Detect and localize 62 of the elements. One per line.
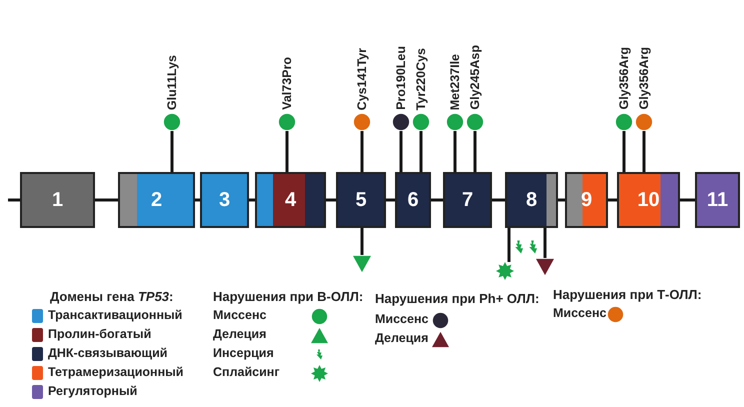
triangle-marker <box>352 255 372 273</box>
stem-line <box>454 131 456 172</box>
mutation-label: Glu11Lys <box>165 54 179 110</box>
legend-label: Миссенс <box>213 308 266 322</box>
legend-label: ДНК-связывающий <box>48 346 168 360</box>
mutation-label: Gly245Asp <box>468 45 482 110</box>
stem-line <box>420 131 422 172</box>
legend-label: Сплайсинг <box>213 365 280 379</box>
connector-line <box>608 198 617 202</box>
legend-label: Трансактивационный <box>48 308 182 322</box>
legend-label: Делеция <box>213 327 266 341</box>
star-marker <box>495 262 515 280</box>
legend-label: Миссенс <box>553 306 606 320</box>
exon-box: 3 <box>200 172 249 228</box>
legend-label: Тетрамеризационный <box>48 365 184 379</box>
legend-label: Инсерция <box>213 346 274 360</box>
mutation-label: Cys141Tyr <box>355 48 369 110</box>
mutation-label: Tyr220Cys <box>414 48 428 110</box>
exon-box: 11 <box>695 172 740 228</box>
stem-line <box>474 131 476 172</box>
stem-line <box>360 131 364 172</box>
mutation-label: Pro190Leu <box>394 46 408 110</box>
exon-box: 10 <box>617 172 680 228</box>
connector-line <box>326 198 336 202</box>
exon-box: 6 <box>395 172 431 228</box>
legend-heading: Нарушения при Ph+ ОЛЛ: <box>375 291 540 306</box>
connector-line <box>249 198 255 202</box>
exon-box: 1 <box>20 172 95 228</box>
legend-label: Пролин-богатый <box>48 327 152 341</box>
connector-line <box>431 198 443 202</box>
exon-box: 4 <box>255 172 326 228</box>
stem-line <box>508 228 510 262</box>
connector-line <box>492 198 505 202</box>
exon-box: 5 <box>336 172 386 228</box>
stem-line <box>622 131 626 172</box>
legend-heading: Домены гена TP53: <box>50 289 174 304</box>
exon-box: 7 <box>443 172 492 228</box>
stem-line <box>544 228 546 258</box>
mutation-label: Met237Ile <box>448 54 462 110</box>
connector-line <box>386 198 395 202</box>
mutation-label: Gly356Arg <box>637 47 651 110</box>
legend-label: Делеция <box>375 331 428 345</box>
connector-line <box>680 198 695 202</box>
connector-line <box>95 198 118 202</box>
triangle-marker <box>535 258 555 276</box>
stem-line <box>286 131 288 172</box>
legend-heading: Нарушения при Т-ОЛЛ: <box>553 287 702 302</box>
exon-box: 9 <box>565 172 608 228</box>
legend-heading: Нарушения при В-ОЛЛ: <box>213 289 364 304</box>
mutation-label: Val73Pro <box>280 57 294 110</box>
connector-line <box>195 198 200 202</box>
exon-box: 2 <box>118 172 195 228</box>
legend-label: Миссенс <box>375 312 428 326</box>
legend-label: Регуляторный <box>48 384 138 398</box>
stem-line <box>170 131 174 172</box>
stem-line <box>642 131 646 172</box>
connector-line <box>558 198 565 202</box>
stem-line <box>400 131 402 172</box>
mutation-label: Gly356Arg <box>617 47 631 110</box>
exon-box: 8 <box>505 172 558 228</box>
stem-line <box>360 228 364 255</box>
connector-line <box>8 198 20 202</box>
